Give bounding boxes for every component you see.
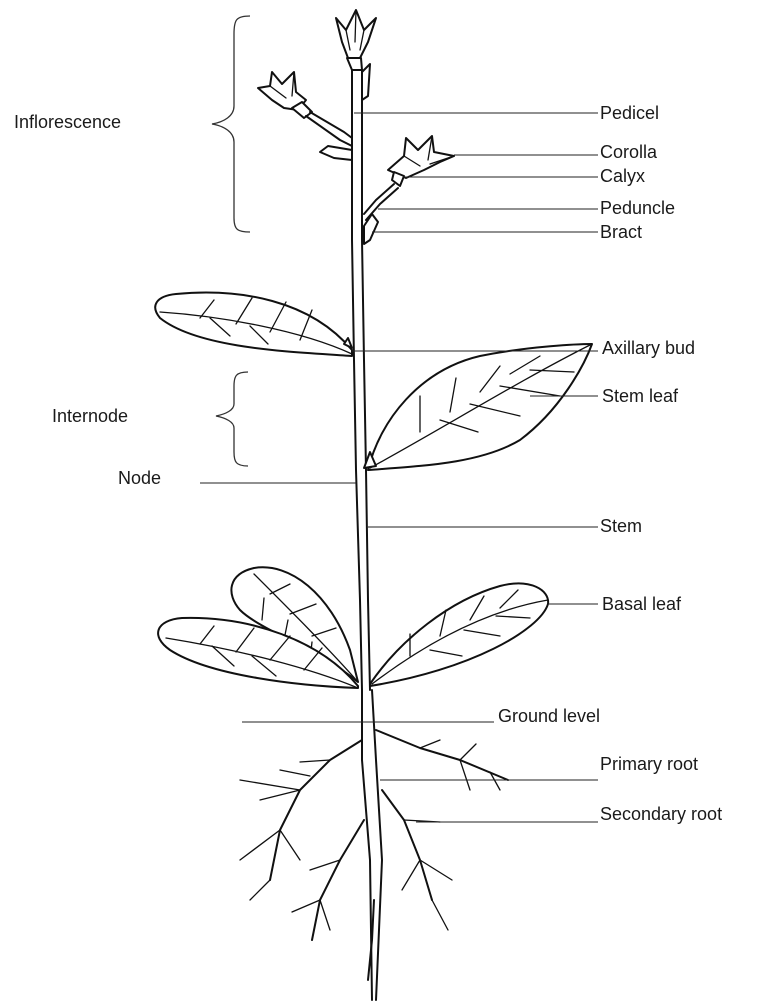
- corolla-label: Corolla: [600, 142, 658, 162]
- axillary-bud-label: Axillary bud: [602, 338, 695, 358]
- roots-drawing: [240, 690, 508, 1000]
- upper-left-leaf-drawing: [155, 293, 352, 356]
- internode-brace: [216, 372, 248, 466]
- stem-leaf-label: Stem leaf: [602, 386, 679, 406]
- peduncle-label: Peduncle: [600, 198, 675, 218]
- inflorescence-label: Inflorescence: [14, 112, 121, 132]
- calyx-label: Calyx: [600, 166, 645, 186]
- secondary-root-label: Secondary root: [600, 804, 722, 824]
- inflorescence-brace: [212, 16, 250, 232]
- plant-drawing: [155, 10, 592, 1000]
- bract-label: Bract: [600, 222, 642, 242]
- basal-leaf-label: Basal leaf: [602, 594, 682, 614]
- internode-label: Internode: [52, 406, 128, 426]
- ground-level-label: Ground level: [498, 706, 600, 726]
- basal-leaves-drawing: [158, 567, 548, 688]
- stem-leaf-drawing: [364, 344, 592, 470]
- left-flower-drawing: [258, 72, 352, 146]
- pedicel-label: Pedicel: [600, 103, 659, 123]
- right-flower-drawing: [364, 136, 454, 220]
- stem-label: Stem: [600, 516, 642, 536]
- top-flower-drawing: [336, 10, 376, 100]
- stem-drawing: [352, 70, 370, 690]
- node-label: Node: [118, 468, 161, 488]
- primary-root-label: Primary root: [600, 754, 698, 774]
- upper-bract-drawing: [320, 146, 352, 160]
